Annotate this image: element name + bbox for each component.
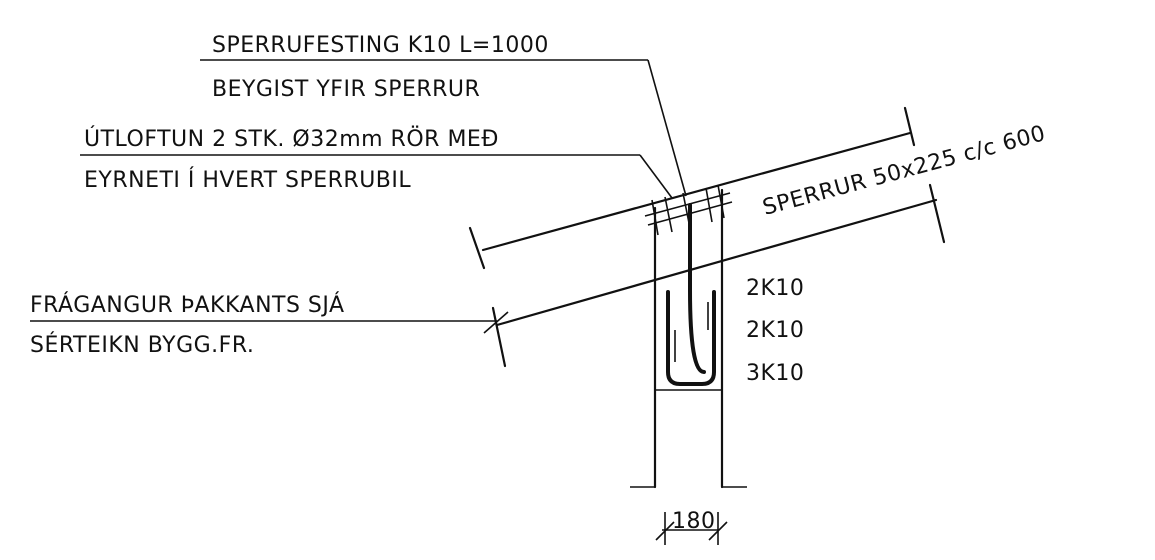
- label-sperrufesting: SPERRUFESTING K10 L=1000: [212, 33, 549, 58]
- label-dimension: 180: [672, 509, 716, 534]
- label-eyrneti: EYRNETI Í HVERT SPERRUBIL: [84, 167, 411, 193]
- leader-sperrufesting: [200, 59, 687, 197]
- label-beygist: BEYGIST YFIR SPERRUR: [212, 77, 480, 102]
- rafter: [468, 106, 946, 368]
- leader-utloftun: [80, 154, 673, 199]
- label-rebar-mid: 2K10: [746, 318, 804, 343]
- reinforcement: [666, 203, 716, 386]
- dimension-180: [655, 512, 728, 545]
- wall-section: [630, 188, 747, 489]
- label-sperrur: SPERRUR 50x225 c/c 600: [760, 121, 1048, 221]
- label-fragangur: FRÁGANGUR ÞAKKANTS SJÁ: [30, 292, 345, 318]
- label-serteikn: SÉRTEIKN BYGG.FR.: [30, 332, 254, 358]
- label-rebar-bottom: 3K10: [746, 361, 804, 386]
- label-utloftun: ÚTLOFTUN 2 STK. Ø32mm RÖR MEÐ: [84, 126, 499, 152]
- label-rebar-top: 2K10: [746, 276, 804, 301]
